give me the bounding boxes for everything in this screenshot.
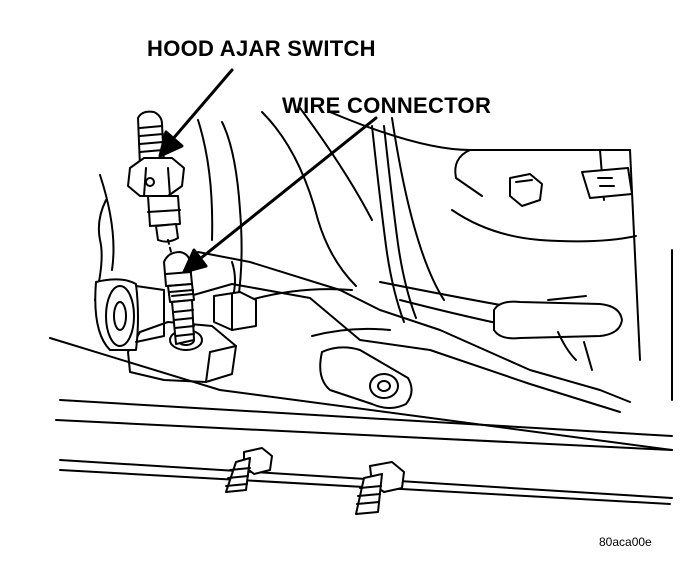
retaining-nut xyxy=(213,291,257,331)
mounting-bracket xyxy=(189,251,631,413)
wire-connector-label: WIRE CONNECTOR xyxy=(282,93,492,118)
figure-reference-number: 80aca00e xyxy=(599,535,652,549)
rubber-bushing xyxy=(94,278,165,351)
wire-connector-part xyxy=(163,251,195,345)
engine-compartment-outline xyxy=(94,107,673,401)
alignment-line xyxy=(167,239,173,257)
connector-clip xyxy=(581,167,633,199)
cable-end xyxy=(493,295,623,371)
mounting-bolt-right xyxy=(355,461,405,515)
hood-ajar-switch-label: HOOD AJAR SWITCH xyxy=(147,36,376,61)
hex-bolt xyxy=(509,173,543,207)
hood-ajar-switch-part xyxy=(127,110,185,243)
callout-arrows xyxy=(158,68,378,274)
hose-lines xyxy=(371,117,445,323)
mounting-bolt-left xyxy=(225,447,273,493)
